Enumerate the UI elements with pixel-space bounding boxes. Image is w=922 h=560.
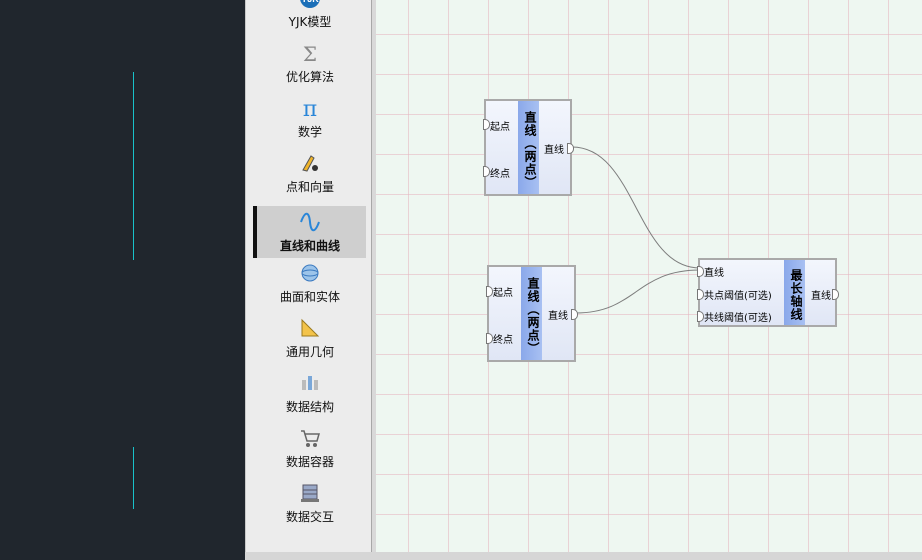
wire-line2-to-longest[interactable] bbox=[575, 269, 701, 314]
node-inputs: 起点 终点 bbox=[486, 267, 521, 360]
input-start-label: 起点 bbox=[493, 288, 513, 299]
node-inputs: 起点 终点 bbox=[483, 101, 518, 194]
sigma-icon: Σ bbox=[299, 42, 321, 64]
input-port[interactable] bbox=[483, 166, 490, 177]
wires-layer bbox=[571, 146, 701, 314]
node-outputs: 直线 bbox=[805, 260, 839, 325]
input-collinear-threshold-label: 共线阈值(可选) bbox=[704, 313, 772, 324]
bottom-status-strip bbox=[245, 552, 922, 560]
input-port[interactable] bbox=[697, 266, 704, 277]
category-label: 点和向量 bbox=[285, 180, 334, 194]
category-general-geometry[interactable]: 通用几何 bbox=[254, 312, 366, 364]
svg-text:YJK: YJK bbox=[301, 0, 319, 4]
category-label: 数据结构 bbox=[285, 400, 334, 414]
node-line-two-points-1[interactable]: 起点 终点 直线（两点） 直线 bbox=[483, 99, 574, 196]
yjk-logo-icon: YJK bbox=[299, 0, 321, 9]
node-outputs: 直线 bbox=[542, 267, 578, 360]
data-exchange-icon bbox=[299, 482, 321, 504]
output-line-label: 直线 bbox=[548, 311, 568, 322]
output-line-label: 直线 bbox=[544, 145, 564, 156]
category-label: 通用几何 bbox=[285, 345, 334, 359]
node-line-two-points-2[interactable]: 起点 终点 直线（两点） 直线 bbox=[486, 265, 578, 362]
input-port[interactable] bbox=[483, 119, 490, 130]
node-inputs: 直线 共点阈值(可选) 共线阈值(可选) bbox=[697, 260, 784, 325]
category-point-vector[interactable]: 点和向量 bbox=[254, 147, 366, 199]
input-port[interactable] bbox=[486, 333, 493, 344]
category-data-container[interactable]: 数据容器 bbox=[254, 422, 366, 474]
category-data-structure[interactable]: 数据结构 bbox=[254, 367, 366, 419]
node-title: 直线（两点） bbox=[521, 267, 542, 360]
input-port[interactable] bbox=[486, 286, 493, 297]
accent-line-bottom bbox=[133, 447, 134, 509]
category-yjk-model[interactable]: YJK YJK模型 bbox=[254, 0, 366, 34]
node-title: 最长轴线 bbox=[784, 260, 805, 325]
output-port[interactable] bbox=[571, 309, 578, 320]
category-line-curve[interactable]: 直线和曲线 bbox=[253, 206, 366, 258]
input-line-label: 直线 bbox=[704, 268, 724, 279]
panel-splitter[interactable] bbox=[371, 0, 377, 552]
node-title: 直线（两点） bbox=[518, 101, 539, 194]
category-data-exchange[interactable]: 数据交互 bbox=[254, 477, 366, 529]
node-canvas[interactable]: 起点 终点 直线（两点） 直线 起点 终点 直线（两点） 直线 直线 共点阈值(… bbox=[376, 0, 922, 552]
left-dark-panel bbox=[0, 0, 245, 560]
input-common-point-threshold-label: 共点阈值(可选) bbox=[704, 291, 772, 302]
input-port[interactable] bbox=[697, 311, 704, 322]
pen-point-icon bbox=[299, 152, 321, 174]
svg-text:π: π bbox=[303, 97, 317, 119]
output-line-label: 直线 bbox=[811, 291, 831, 302]
category-surface-solid[interactable]: 曲面和实体 bbox=[254, 257, 366, 309]
active-indicator bbox=[253, 206, 257, 258]
category-math[interactable]: π 数学 bbox=[254, 92, 366, 144]
category-label: 优化算法 bbox=[285, 70, 334, 84]
category-optimization[interactable]: Σ 优化算法 bbox=[254, 37, 366, 89]
category-sidebar: YJK YJK模型 Σ 优化算法 π 数学 点和向量 直线和曲线 曲面和实体 bbox=[245, 0, 372, 552]
sine-curve-icon bbox=[299, 211, 321, 233]
wire-line1-to-longest[interactable] bbox=[571, 146, 701, 269]
triangle-ruler-icon bbox=[299, 317, 321, 339]
output-port[interactable] bbox=[832, 289, 839, 300]
input-end-label: 终点 bbox=[490, 169, 510, 180]
node-outputs: 直线 bbox=[539, 101, 574, 194]
svg-text:Σ: Σ bbox=[303, 42, 317, 64]
category-label: YJK模型 bbox=[288, 15, 332, 29]
category-label: 数学 bbox=[297, 125, 322, 139]
category-label: 数据交互 bbox=[285, 510, 334, 524]
category-label: 曲面和实体 bbox=[279, 290, 340, 304]
node-longest-axis[interactable]: 直线 共点阈值(可选) 共线阈值(可选) 最长轴线 直线 bbox=[697, 258, 839, 327]
input-port[interactable] bbox=[697, 289, 704, 300]
pi-icon: π bbox=[299, 97, 321, 119]
input-start-label: 起点 bbox=[490, 122, 510, 133]
category-label: 直线和曲线 bbox=[279, 239, 340, 253]
output-port[interactable] bbox=[567, 143, 574, 154]
input-end-label: 终点 bbox=[493, 335, 513, 346]
data-structure-icon bbox=[299, 372, 321, 394]
category-label: 数据容器 bbox=[285, 455, 334, 469]
surface-solid-icon bbox=[299, 262, 321, 284]
cart-container-icon bbox=[299, 427, 321, 449]
accent-line-top bbox=[133, 72, 134, 260]
